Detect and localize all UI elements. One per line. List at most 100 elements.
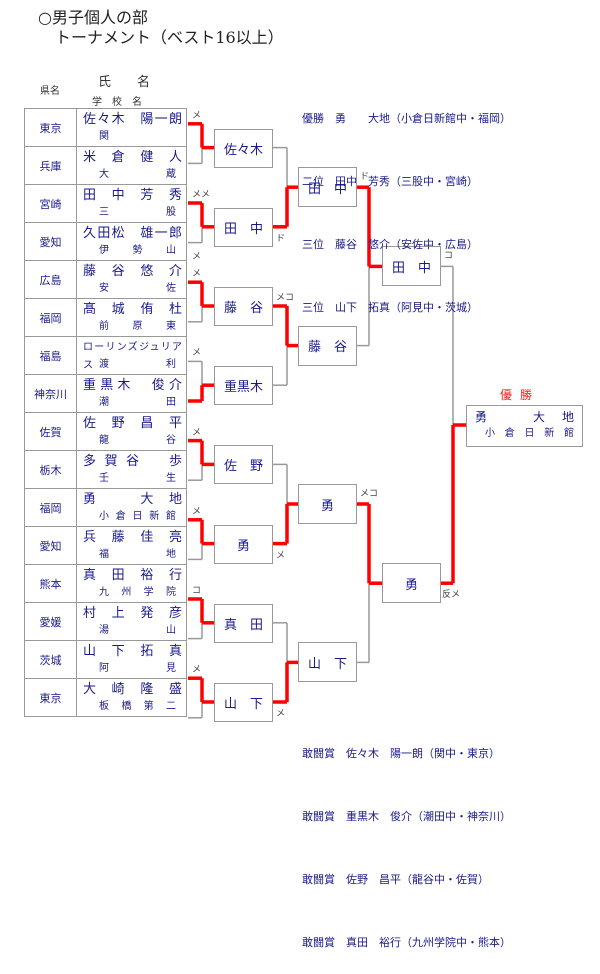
school-name: 大蔵 [99, 169, 176, 180]
column-header-school: 学 校 名 [92, 97, 142, 108]
winner-name: 佐々木 [223, 142, 263, 158]
player-name: 佐野昌平 [83, 416, 182, 431]
table-row: 福岡髙城侑杜前原東 [24, 298, 187, 337]
score-mark: メメ [192, 190, 211, 200]
school-name: 伊勢山 [99, 245, 176, 256]
score-mark: メ [192, 665, 202, 676]
player-name: 田中芳秀 [83, 188, 182, 203]
player-name: 髙城侑杜 [83, 302, 182, 317]
round1-winner-box: 佐々木 [214, 128, 273, 168]
round1-winner-box: 田 中 [214, 207, 273, 247]
champion-school: 小倉日新館 [485, 428, 574, 439]
score-mark: メ [276, 550, 286, 561]
score-mark: コ [444, 251, 454, 262]
round2-winner-box: 勇 [298, 484, 357, 524]
school-name: 板橋第二 [99, 701, 176, 712]
result-3rd-b: 三位 山下 拓真（阿見中・茨城） [302, 301, 478, 314]
school-name: 小倉日新館 [99, 511, 176, 522]
player-name: 藤谷悠介 [83, 264, 182, 279]
table-row: 栃木多賀谷 歩壬生 [24, 450, 187, 489]
prefecture-text: 茨城 [39, 653, 62, 667]
entry-name-cell: 真田裕行九州学院 [76, 564, 187, 603]
school-name: 渡利 [99, 359, 176, 370]
round1-winner-box: 佐 野 [214, 445, 273, 485]
player-name: 山下拓真 [83, 644, 182, 659]
player-name: 勇 大地 [83, 492, 182, 507]
award-item: 敢闘賞 真田 裕行（九州学院中・熊本） [302, 936, 511, 949]
table-row: 宮崎田中芳秀三股 [24, 184, 187, 223]
winner-name: 藤 谷 [307, 340, 347, 356]
prefecture-text: 東京 [39, 121, 62, 135]
score-mark: ド [276, 233, 286, 244]
score-mark: メ [276, 709, 286, 719]
champion-label: 優勝 [500, 388, 541, 402]
entry-name-cell: 重黒木 俊介潮田 [76, 374, 187, 413]
column-header-name: 氏 名 [98, 75, 151, 90]
entry-prefecture: 東京 [24, 108, 77, 147]
entry-prefecture: 広島 [24, 260, 77, 299]
winner-name: 佐 野 [223, 459, 263, 475]
school-name: 九州学院 [99, 587, 176, 598]
table-row: 福島ローリンズジュリアス渡利 [24, 336, 187, 375]
entries-table: 東京佐々木 陽一朗関兵庫米倉健人大蔵宮崎田中芳秀三股愛知久田松 雄一郎伊勢山広島… [24, 108, 187, 717]
school-name: 関 [99, 131, 109, 142]
entry-name-cell: 佐野昌平龍谷 [76, 412, 187, 451]
round2-winner-box: 藤 谷 [298, 325, 357, 366]
award-item: 敢闘賞 重黒木 俊介（潮田中・神奈川） [302, 810, 511, 823]
prefecture-text: 東京 [39, 691, 62, 705]
school-name: 安佐 [99, 283, 176, 294]
entry-prefecture: 東京 [24, 678, 77, 717]
winner-name: 山 下 [307, 656, 347, 672]
entry-prefecture: 神奈川 [24, 374, 77, 413]
round1-winner-box: 重黒木 [214, 366, 273, 406]
table-row: 兵庫 米倉健人大蔵 [24, 146, 187, 185]
awards-list: 敢闘賞 佐々木 陽一朗（関中・東京） 敢闘賞 重黒木 俊介（潮田中・神奈川） 敢… [302, 701, 511, 974]
player-name: 米倉健人 [83, 150, 182, 165]
entry-prefecture: 福岡 [24, 488, 77, 527]
player-name: 兵藤佳亮 [83, 530, 182, 545]
prefecture-text: 宮崎 [39, 197, 62, 211]
table-row: 佐賀佐野昌平龍谷 [24, 412, 187, 451]
school-name: 阿見 [99, 663, 176, 674]
score-mark: メ [192, 251, 202, 262]
player-name: 真田裕行 [83, 568, 182, 583]
bracket-lines [188, 122, 466, 719]
prefecture-text: 愛知 [39, 539, 62, 553]
result-1st: 優勝 勇 大地（小倉日新館中・福岡） [302, 112, 511, 125]
winner-name: 田 中 [391, 260, 431, 276]
prefecture-text: 神奈川 [34, 387, 67, 401]
table-row: 東京 佐々木 陽一朗関 [24, 108, 187, 147]
prefecture-text: 熊本 [39, 577, 62, 591]
entry-name-cell: 多賀谷 歩壬生 [76, 450, 187, 489]
prefecture-text: 兵庫 [39, 159, 62, 173]
winner-name: 田 中 [223, 221, 263, 237]
round3-winner-box: 田 中 [382, 246, 441, 287]
player-name: 久田松 雄一郎 [83, 226, 182, 241]
round1-winner-box: 山 下 [214, 683, 273, 722]
entry-name-cell: 兵藤佳亮福地 [76, 526, 187, 565]
school-name: 潮田 [99, 397, 176, 408]
player-name: 重黒木 俊介 [83, 378, 182, 393]
entry-prefecture: 熊本 [24, 564, 77, 603]
school-name: 壬生 [99, 473, 176, 484]
winner-name: 真 田 [223, 617, 263, 633]
player-name: 佐々木 陽一朗 [83, 112, 182, 127]
table-row: 広島 藤谷悠介安佐 [24, 260, 187, 299]
prefecture-text: 愛媛 [39, 615, 62, 629]
score-mark: メ [192, 110, 202, 121]
entry-name-cell: 髙城侑杜前原東 [76, 298, 187, 337]
round2-winner-box: 田 中 [298, 167, 357, 208]
entry-name-cell: 勇 大地小倉日新館 [76, 488, 187, 527]
school-name: 湯山 [99, 625, 176, 636]
score-mark: ド [360, 172, 370, 183]
prefecture-text: 広島 [39, 273, 62, 287]
winner-name: 田 中 [307, 181, 347, 197]
round3-winner-box: 勇 [382, 563, 441, 604]
table-row: 神奈川重黒木 俊介潮田 [24, 374, 187, 413]
award-item: 敢闘賞 佐々木 陽一朗（関中・東京） [302, 747, 500, 760]
results-list: 優勝 勇 大地（小倉日新館中・福岡） 二位 田中 芳秀（三股中・宮崎） 三位 藤… [302, 66, 511, 339]
score-mark: メコ [276, 293, 295, 303]
winner-name: 勇 [404, 577, 418, 593]
school-name: 福地 [99, 549, 176, 560]
prefecture-text: 福岡 [39, 501, 62, 515]
